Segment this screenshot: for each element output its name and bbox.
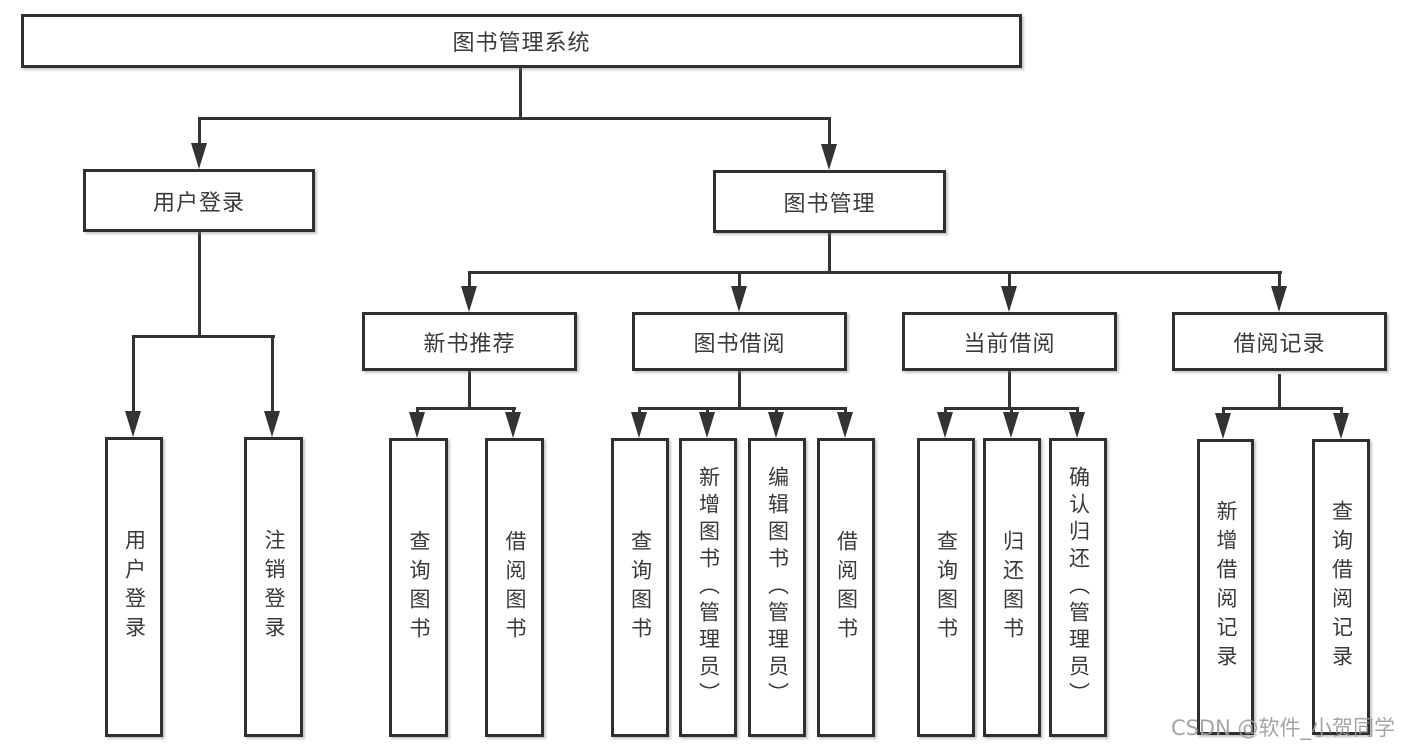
- node-book-borrowing: 图书借阅: [632, 312, 847, 371]
- arrow-down-icon: [125, 411, 141, 437]
- node-new-book-recommend: 新书推荐: [362, 312, 577, 371]
- connector-branch: [417, 407, 516, 410]
- arrow-down-icon: [191, 143, 207, 169]
- connector-line: [844, 407, 847, 415]
- arrow-down-icon: [1271, 286, 1287, 312]
- connector-branch: [639, 407, 847, 410]
- connector-line: [944, 407, 947, 415]
- connector-branch: [1223, 407, 1343, 410]
- node-borrowing-records: 借阅记录: [1172, 312, 1387, 371]
- connector-line: [828, 117, 831, 148]
- connector-line: [706, 407, 709, 415]
- connector-level1-branch: [198, 117, 831, 120]
- arrow-down-icon: [1001, 286, 1017, 312]
- watermark: CSDN @软件_小贺同学: [1170, 716, 1395, 740]
- connector-line: [468, 271, 471, 289]
- node-confirm-return-admin: 确认归还（管理员）: [1049, 438, 1107, 737]
- connector-line: [132, 335, 135, 413]
- connector-line: [738, 371, 741, 407]
- connector-line: [1278, 374, 1281, 407]
- arrow-down-icon: [1069, 412, 1085, 438]
- connector-line: [468, 371, 471, 407]
- node-return-books: 归还图书: [983, 438, 1041, 737]
- node-query-borrow-record: 查询借阅记录: [1312, 439, 1370, 735]
- arrow-down-icon: [461, 286, 477, 312]
- connector-line: [198, 232, 201, 335]
- node-login: 用户登录: [105, 437, 163, 737]
- connector-line: [638, 407, 641, 415]
- node-add-borrow-record: 新增借阅记录: [1197, 439, 1254, 735]
- node-query-books: 查询图书: [611, 438, 669, 737]
- node-borrow-books: 借阅图书: [485, 438, 544, 737]
- node-borrow-books: 借阅图书: [817, 438, 875, 737]
- node-logout: 注销登录: [244, 437, 303, 737]
- arrow-down-icon: [1003, 412, 1019, 438]
- node-user-login: 用户登录: [83, 169, 315, 232]
- arrow-down-icon: [837, 412, 853, 438]
- connector-level3-branch: [469, 271, 1282, 274]
- node-query-books: 查询图书: [917, 438, 975, 737]
- connector-line: [416, 407, 419, 415]
- connector-line: [828, 233, 831, 271]
- node-add-book-admin: 新增图书（管理员）: [679, 438, 737, 737]
- arrow-down-icon: [731, 286, 747, 312]
- node-edit-book-admin: 编辑图书（管理员）: [748, 438, 806, 737]
- arrow-down-icon: [264, 411, 280, 437]
- connector-line: [271, 335, 274, 413]
- connector-line: [512, 407, 515, 415]
- arrow-down-icon: [409, 412, 425, 438]
- arrow-down-icon: [1333, 413, 1349, 439]
- connector-line: [1010, 407, 1013, 415]
- connector-line: [1340, 407, 1343, 415]
- connector-branch: [133, 335, 275, 338]
- connector-line: [1076, 407, 1079, 415]
- node-book-management: 图书管理: [713, 170, 946, 233]
- node-root: 图书管理系统: [21, 14, 1022, 68]
- arrow-down-icon: [1215, 413, 1231, 439]
- arrow-down-icon: [505, 412, 521, 438]
- arrow-down-icon: [768, 412, 784, 438]
- connector-line: [775, 407, 778, 415]
- connector-line: [1008, 271, 1011, 289]
- connector-line: [198, 117, 201, 147]
- node-current-borrowing: 当前借阅: [902, 312, 1117, 371]
- connector-line: [1278, 271, 1281, 289]
- arrow-down-icon: [631, 412, 647, 438]
- node-query-books: 查询图书: [389, 438, 448, 737]
- arrow-down-icon: [699, 412, 715, 438]
- arrow-down-icon: [821, 144, 837, 170]
- connector-root-stem: [519, 68, 522, 118]
- connector-line: [738, 271, 741, 289]
- connector-line: [1222, 407, 1225, 415]
- connector-line: [1008, 371, 1011, 407]
- arrow-down-icon: [937, 412, 953, 438]
